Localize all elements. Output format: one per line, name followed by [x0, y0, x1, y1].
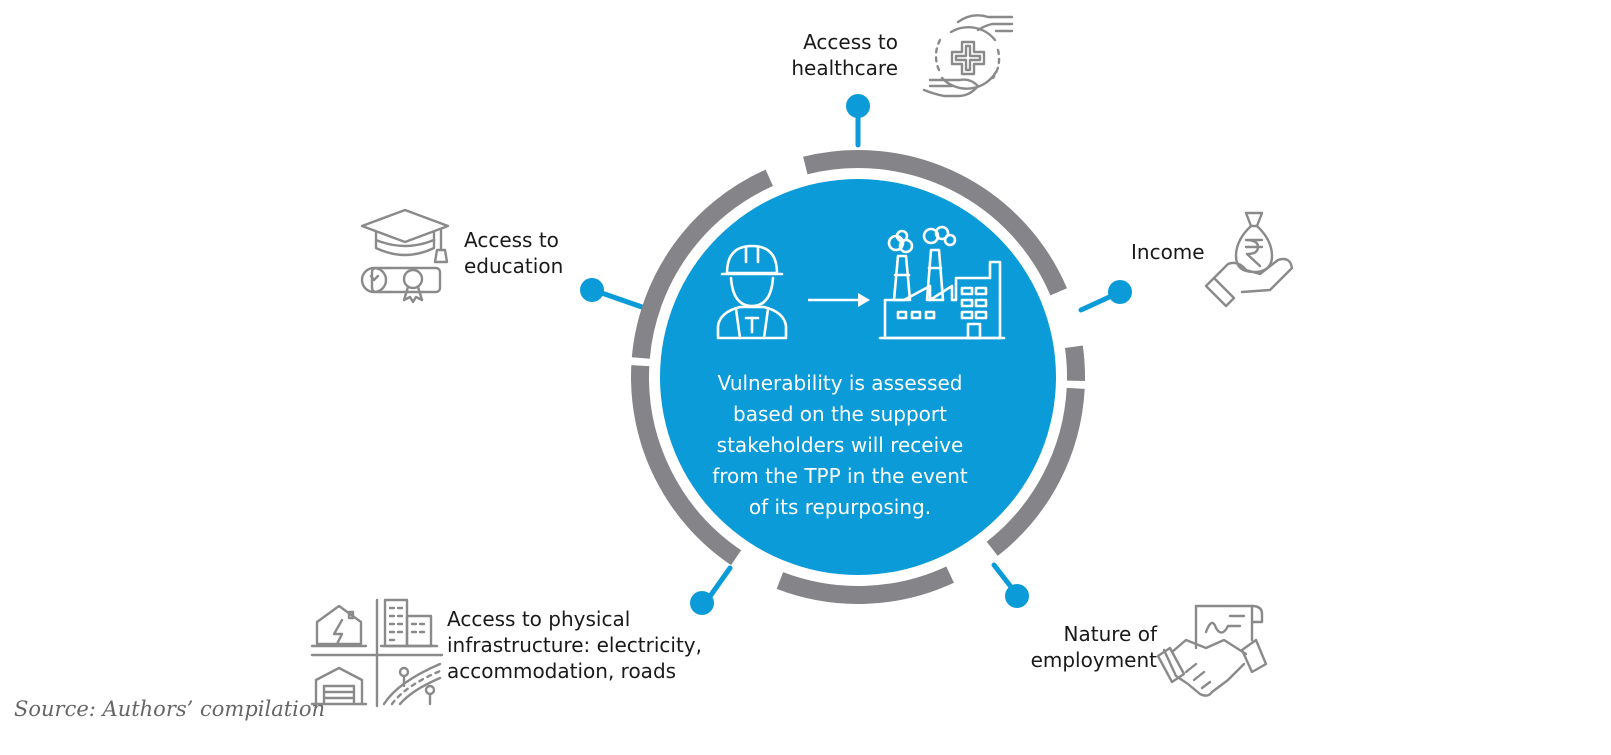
label-income: Income [1131, 239, 1205, 265]
ring-segment-6 [631, 365, 742, 566]
label-infrastructure-line2: infrastructure: electricity, [447, 633, 702, 657]
label-healthcare-line1: Access to [803, 30, 898, 54]
center-line-3: stakeholders will receive [716, 433, 964, 457]
infrastructure-grid-icon [310, 598, 444, 708]
center-description: Vulnerability is assessed based on the s… [690, 368, 990, 523]
source-note: Source: Authors’ compilation [14, 697, 326, 721]
label-employment-line2: employment [1030, 648, 1157, 672]
node-dot-healthcare [846, 94, 870, 118]
label-healthcare: Access to healthcare [791, 29, 898, 81]
arrow-right-icon [808, 293, 870, 307]
factory-icon [878, 225, 1006, 340]
ring-segment-2 [803, 150, 1067, 296]
money-bag-rupee-icon [1204, 211, 1294, 308]
label-infrastructure-line1: Access to physical [447, 607, 631, 631]
node-dot-infrastructure [690, 591, 714, 615]
ring-segment-1 [631, 169, 773, 359]
node-dot-education [580, 278, 604, 302]
graduation-cap-icon [360, 208, 450, 304]
label-employment-line1: Nature of [1063, 622, 1157, 646]
label-healthcare-line2: healthcare [791, 56, 898, 80]
center-line-4: from the TPP in the event [712, 464, 968, 488]
center-line-2: based on the support [733, 402, 947, 426]
ring-segment-3 [1064, 345, 1086, 381]
label-infrastructure: Access to physical infrastructure: elect… [447, 606, 702, 684]
center-line-1: Vulnerability is assessed [717, 371, 963, 395]
ring-segment-4 [986, 387, 1085, 556]
label-income-line1: Income [1131, 240, 1205, 264]
label-infrastructure-line3: accommodation, roads [447, 659, 677, 683]
handshake-contract-icon [1156, 604, 1268, 697]
worker-helmet-icon [716, 244, 788, 340]
label-education-line1: Access to [464, 228, 559, 252]
node-dot-employment [1005, 584, 1029, 608]
segmented-ring [631, 150, 1086, 604]
ring-segment-5 [776, 566, 954, 604]
node-dot-income [1108, 280, 1132, 304]
label-education-line2: education [464, 254, 564, 278]
healthcare-hands-icon [922, 14, 1014, 98]
label-education: Access to education [464, 227, 563, 279]
label-employment: Nature of employment [1031, 621, 1157, 673]
center-line-5: of its repurposing. [748, 495, 932, 519]
